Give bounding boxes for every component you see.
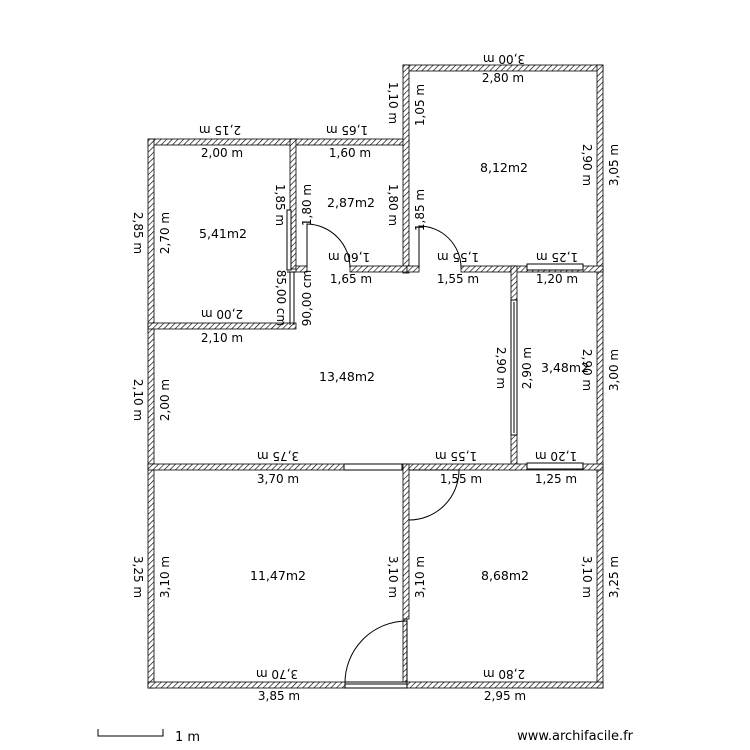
area-t17: 2,87m2 xyxy=(327,195,375,210)
label-t44: 3,25 m xyxy=(131,556,145,598)
door-lower-left xyxy=(344,620,408,685)
label-t8: 1,60 m xyxy=(329,146,371,160)
label-t5: 2,15 m xyxy=(199,123,241,137)
scale-bar xyxy=(97,729,164,737)
opening-bottom-door xyxy=(344,681,408,689)
label-t16: 1,80 m xyxy=(300,184,314,226)
label-t19: 1,85 m xyxy=(413,189,427,231)
wall-right-middle xyxy=(596,267,604,473)
door-lower-right xyxy=(408,469,460,521)
label-t40: 1,20 m xyxy=(535,449,577,463)
label-t12: 2,85 m xyxy=(131,212,145,254)
label-t39: 1,55 m xyxy=(435,449,477,463)
wall-room1-room2 xyxy=(289,138,297,270)
label-t28: 2,00 m xyxy=(201,307,243,321)
label-t25: 1,20 m xyxy=(536,272,578,286)
walls xyxy=(147,64,604,689)
openings xyxy=(286,209,584,689)
label-t51: 3,25 m xyxy=(607,556,621,598)
label-t4: 1,05 m xyxy=(413,84,427,126)
door-room3 xyxy=(418,225,462,269)
doors xyxy=(306,223,462,685)
scale-label: 1 m xyxy=(175,730,200,745)
window-room1-right xyxy=(286,209,292,271)
wall-left-lower xyxy=(147,463,155,689)
wall-left-middle xyxy=(147,325,155,471)
label-t11: 3,05 m xyxy=(607,144,621,186)
wall-room1-bottom xyxy=(147,322,297,330)
label-t37: 3,00 m xyxy=(607,349,621,391)
wall-top-left xyxy=(147,138,410,146)
label-t18: 1,80 m xyxy=(386,184,400,226)
area-t9: 8,12m2 xyxy=(480,160,528,175)
label-t45: 3,10 m xyxy=(158,556,172,598)
label-t48: 3,10 m xyxy=(413,556,427,598)
wall-room3-bottom-a xyxy=(406,265,420,273)
label-t7: 2,00 m xyxy=(201,146,243,160)
label-t52: 3,70 m xyxy=(256,667,298,681)
label-t54: 3,85 m xyxy=(258,689,300,703)
label-t41: 3,70 m xyxy=(257,472,299,486)
area-t32: 13,48m2 xyxy=(319,369,375,384)
label-t55: 2,95 m xyxy=(484,689,526,703)
label-t24: 1,55 m xyxy=(437,272,479,286)
label-t29: 2,10 m xyxy=(201,331,243,345)
label-t33: 2,90 m xyxy=(494,347,508,389)
brand-watermark: www.archifacile.fr xyxy=(517,729,633,744)
label-t6: 1,65 m xyxy=(326,123,368,137)
label-t26: 85,00 cm xyxy=(274,270,288,326)
wall-right-upper xyxy=(596,64,604,274)
label-t47: 3,10 m xyxy=(386,556,400,598)
window-right-room xyxy=(526,263,584,271)
label-t50: 3,10 m xyxy=(580,556,594,598)
wall-bottom-right xyxy=(406,681,604,689)
area-t14: 5,41m2 xyxy=(199,226,247,241)
area-t46: 11,47m2 xyxy=(250,568,306,583)
door-room2 xyxy=(306,223,351,269)
area-t35: 3,48m2 xyxy=(541,360,589,375)
window-lower-right xyxy=(526,462,584,470)
label-t21: 1,55 m xyxy=(437,250,479,264)
label-t20: 1,60 m xyxy=(328,250,370,264)
label-t22: 1,25 m xyxy=(536,250,578,264)
wall-lower-divider-a xyxy=(402,463,410,620)
label-t1: 3,00 m xyxy=(483,52,525,66)
label-t36: 2,90 m xyxy=(580,349,594,391)
label-t43: 1,25 m xyxy=(535,472,577,486)
label-t2: 2,80 m xyxy=(482,71,524,85)
wall-lower-divider-b xyxy=(402,618,408,689)
label-t10: 2,90 m xyxy=(580,144,594,186)
label-t34: 2,90 m xyxy=(520,347,534,389)
label-t53: 2,80 m xyxy=(483,667,525,681)
area-t49: 8,68m2 xyxy=(481,568,529,583)
opening-corridor-bottom xyxy=(343,463,403,471)
wall-room2-bottom-a xyxy=(295,265,308,273)
label-t30: 2,10 m xyxy=(131,379,145,421)
label-t15: 1,85 m xyxy=(273,184,287,226)
label-t23: 1,65 m xyxy=(330,272,372,286)
wall-room2-room3 xyxy=(402,64,410,274)
wall-right-lower xyxy=(596,467,604,689)
wall-middle-a xyxy=(147,463,345,471)
label-t13: 2,70 m xyxy=(158,212,172,254)
label-t38: 3,75 m xyxy=(257,449,299,463)
label-t31: 2,00 m xyxy=(158,379,172,421)
wall-bottom-left xyxy=(147,681,346,689)
label-t3: 1,10 m xyxy=(386,82,400,124)
wall-left-upper xyxy=(147,138,155,333)
label-t42: 1,55 m xyxy=(440,472,482,486)
label-t27: 90,00 cm xyxy=(300,270,314,326)
